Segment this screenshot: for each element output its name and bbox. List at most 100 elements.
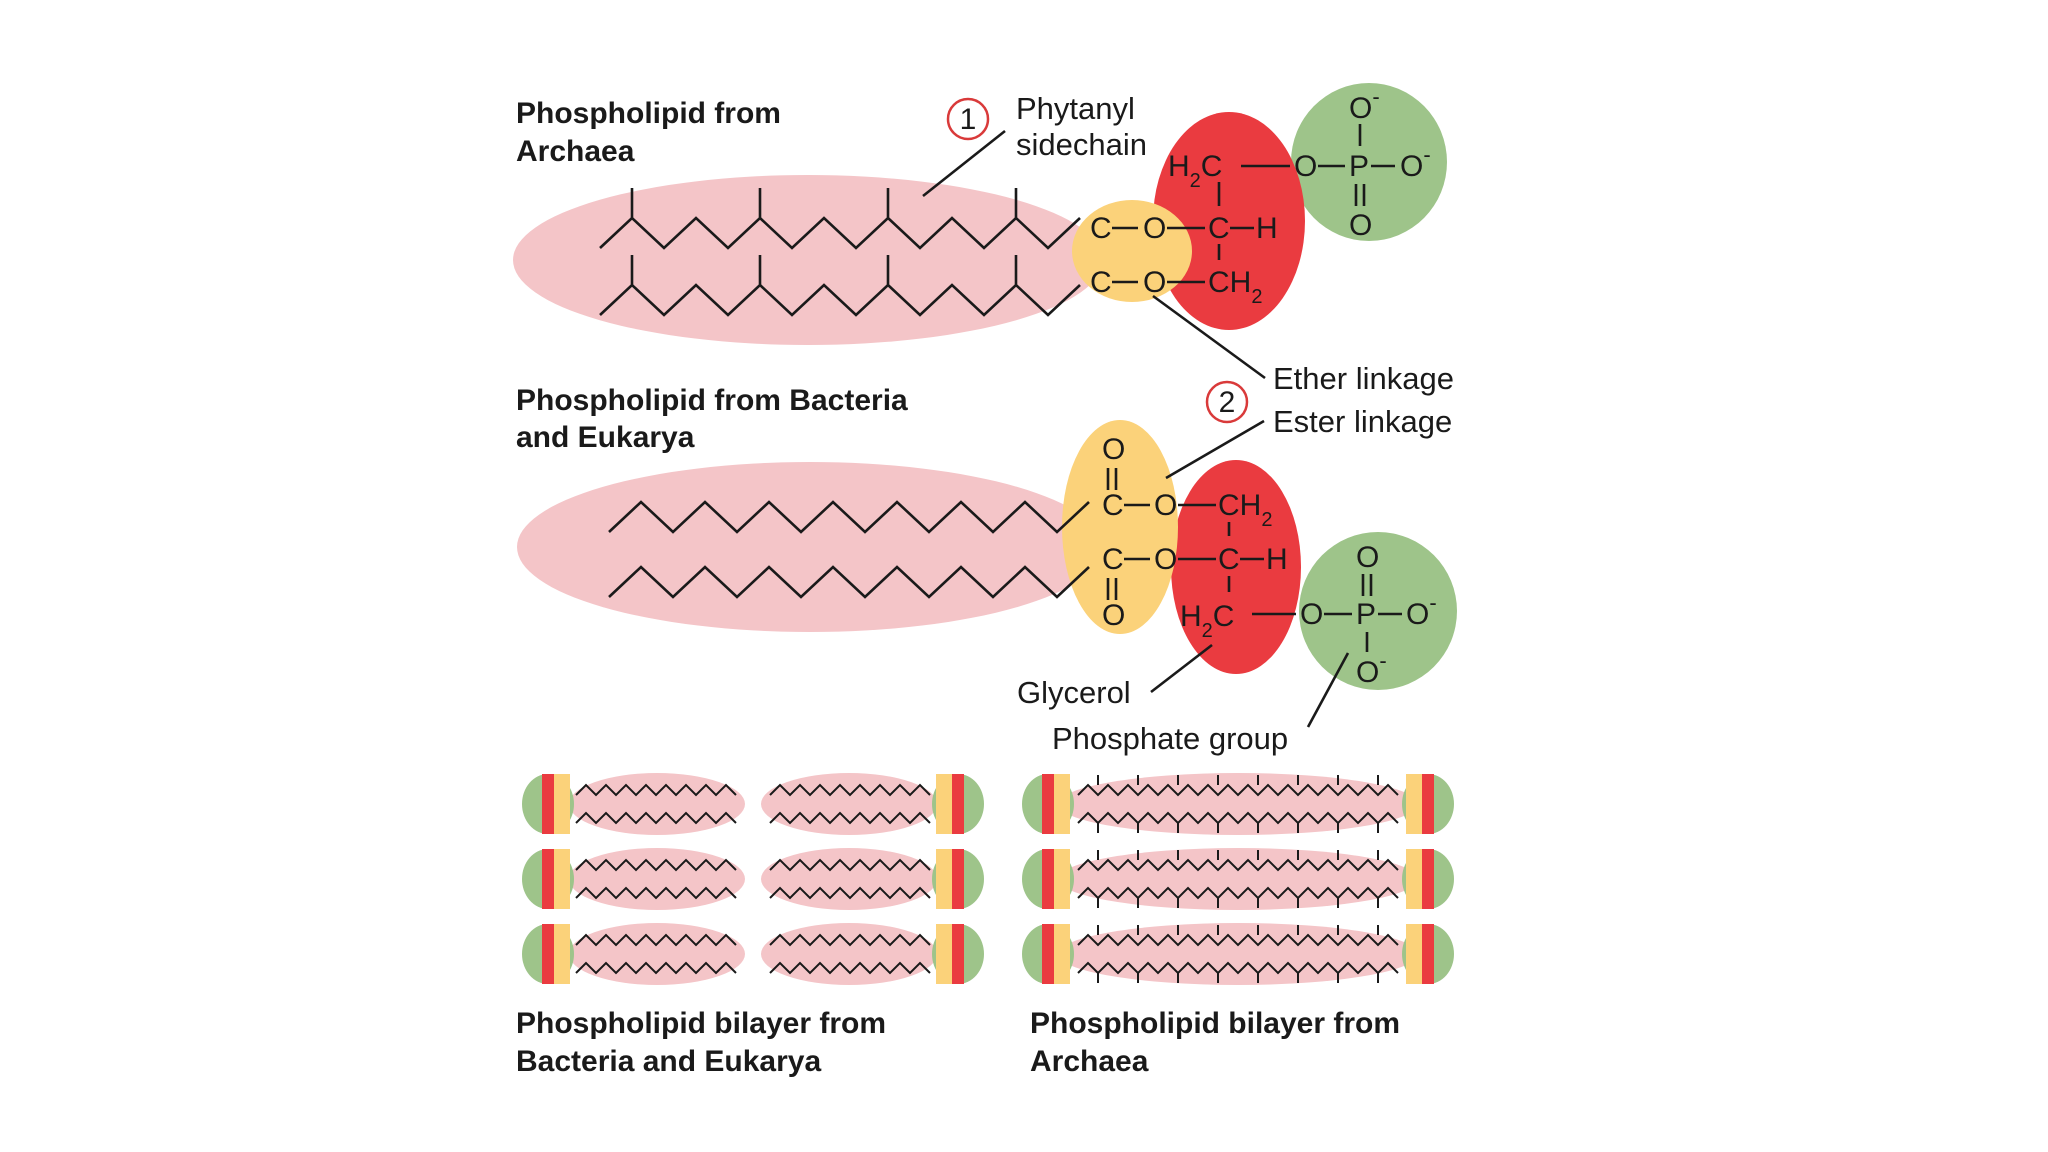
pointer-phosphate — [1306, 652, 1350, 728]
marker-1-text: 1 — [960, 103, 977, 136]
arch-bilayer-right-head-1-glycerol — [1422, 849, 1434, 909]
bac-bilayer-left-chain-b-0 — [575, 811, 737, 825]
arch-bilayer-tail-2 — [1058, 923, 1418, 985]
arch-bilayer-left-head-0-glycerol — [1042, 774, 1054, 834]
bac-atom-o-right: O- — [1406, 590, 1437, 631]
label-ester: Ester linkage — [1165, 404, 1452, 480]
label-phytanyl: Phytanyl sidechain — [922, 91, 1147, 198]
bac-atom-o-carbonyl-top: O — [1102, 433, 1125, 466]
arch-bilayer-tail-1 — [1058, 848, 1418, 910]
arch-atom-o-right: O- — [1400, 142, 1431, 183]
label-glycerol-text: Glycerol — [1017, 675, 1131, 710]
bacteria-tail-blob — [517, 462, 1103, 632]
label-phytanyl-line1: Phytanyl — [1016, 91, 1135, 126]
label-glycerol: Glycerol — [1017, 643, 1213, 710]
bac-atom-o-ester: O — [1300, 598, 1323, 631]
pointer-ether — [1152, 294, 1266, 380]
bac-bilayer-left-tail-1 — [569, 848, 745, 910]
pointer-ester — [1165, 419, 1265, 480]
bac-atom-h: H — [1266, 543, 1288, 576]
bacteria-linkage-blob — [1062, 420, 1178, 634]
archaea-phospholipid: C O C H C O CH2 H2C O P O- O- O — [513, 83, 1447, 345]
arch-bilayer-branches-1 — [1097, 850, 1379, 908]
arch-atom-c2: C — [1208, 212, 1230, 245]
title-bacteria-line2: and Eukarya — [516, 421, 695, 454]
bac-atom-o1: O — [1154, 489, 1177, 522]
bac-atom-h2c-bottom: H2C — [1180, 600, 1234, 642]
archaea-chain-lower — [599, 255, 1081, 317]
bac-atom-o-double: O — [1356, 541, 1379, 574]
title-bacteria: Phospholipid from Bacteria and Eukarya — [516, 384, 908, 454]
bac-bilayer-right-tail-0 — [761, 773, 937, 835]
arch-bilayer-chain-a-1 — [1077, 858, 1399, 872]
arch-bilayer-left-head-2-glycerol — [1042, 924, 1054, 984]
label-phosphate: Phosphate group — [1052, 652, 1350, 756]
title-bilayer-bacteria-line2: Bacteria and Eukarya — [516, 1045, 821, 1078]
bilayer-bacteria — [522, 773, 984, 985]
marker-1: 1 — [946, 97, 990, 141]
bac-bilayer-right-chain-a-0 — [769, 783, 931, 797]
marker-2: 2 — [1205, 380, 1249, 424]
bacteria-chain-upper — [608, 500, 1090, 534]
title-bacteria-line1: Phospholipid from Bacteria — [516, 384, 908, 417]
bac-bilayer-left-head-0-glycerol — [542, 774, 554, 834]
bac-bilayer-left-chain-b-2 — [575, 961, 737, 975]
bacteria-glycerol-blob — [1171, 460, 1301, 674]
bac-bilayer-left-chain-a-2 — [575, 933, 737, 947]
title-bilayer-bacteria-line1: Phospholipid bilayer from — [516, 1007, 886, 1040]
bac-atom-o-carbonyl-bottom: O — [1102, 599, 1125, 632]
title-archaea-line2: Archaea — [516, 135, 635, 168]
label-ester-text: Ester linkage — [1273, 404, 1452, 439]
pointer-phytanyl — [922, 129, 1006, 198]
title-bilayer-archaea-line2: Archaea — [1030, 1045, 1149, 1078]
arch-bilayer-right-head-2-glycerol — [1422, 924, 1434, 984]
arch-atom-h: H — [1256, 212, 1278, 245]
label-phytanyl-line2: sidechain — [1016, 127, 1147, 162]
bac-atom-o2: O — [1154, 543, 1177, 576]
arch-atom-o1: O — [1143, 212, 1166, 245]
bac-bilayer-left-chain-b-1 — [575, 886, 737, 900]
arch-bilayer-chain-b-1 — [1077, 886, 1399, 900]
pointer-glycerol — [1150, 643, 1213, 694]
bac-bilayer-right-chain-a-1 — [769, 858, 931, 872]
bac-bilayer-right-head-0-glycerol — [952, 774, 964, 834]
bac-bilayer-left-chain-a-1 — [575, 858, 737, 872]
arch-atom-o2: O — [1143, 266, 1166, 299]
arch-atom-c3: C — [1090, 266, 1112, 299]
bac-bilayer-right-tail-2 — [761, 923, 937, 985]
archaea-phosphate-blob — [1291, 83, 1447, 241]
bac-bilayer-right-head-1-glycerol — [952, 849, 964, 909]
label-ether-text: Ether linkage — [1273, 361, 1454, 396]
bac-bilayer-left-tail-2 — [569, 923, 745, 985]
arch-atom-c1: C — [1090, 212, 1112, 245]
archaea-tail-blob — [513, 175, 1103, 345]
label-ether: Ether linkage — [1152, 294, 1454, 396]
bac-bilayer-left-tail-0 — [569, 773, 745, 835]
arch-atom-ch2-bottom: CH2 — [1208, 266, 1262, 308]
bac-atom-c3: C — [1218, 543, 1240, 576]
bilayer-archaea — [1022, 773, 1454, 985]
bac-atom-p: P — [1356, 598, 1376, 631]
arch-atom-p: P — [1349, 150, 1369, 183]
bac-atom-c2: C — [1102, 543, 1124, 576]
arch-bilayer-left-head-1-glycerol — [1042, 849, 1054, 909]
bac-atom-c1: C — [1102, 489, 1124, 522]
bac-bilayer-right-chain-b-0 — [769, 811, 931, 825]
bac-atom-o-bottom: O- — [1356, 648, 1387, 689]
bac-bilayer-right-chain-b-2 — [769, 961, 931, 975]
bac-bilayer-right-tail-1 — [761, 848, 937, 910]
arch-atom-o-ester: O — [1294, 150, 1317, 183]
title-bilayer-archaea-line1: Phospholipid bilayer from — [1030, 1007, 1400, 1040]
arch-bilayer-branches-2 — [1097, 925, 1379, 983]
title-archaea: Phospholipid from Archaea — [516, 97, 781, 168]
arch-bilayer-chain-b-0 — [1077, 811, 1399, 825]
bac-atom-ch2-top: CH2 — [1218, 489, 1272, 531]
bac-bilayer-left-chain-a-0 — [575, 783, 737, 797]
bac-bilayer-right-chain-a-2 — [769, 933, 931, 947]
bac-bilayer-right-head-2-glycerol — [952, 924, 964, 984]
bacteria-chain-lower — [608, 565, 1090, 599]
arch-atom-o-double: O — [1349, 209, 1372, 242]
bac-bilayer-right-chain-b-1 — [769, 886, 931, 900]
arch-bilayer-branches-0 — [1097, 775, 1379, 833]
